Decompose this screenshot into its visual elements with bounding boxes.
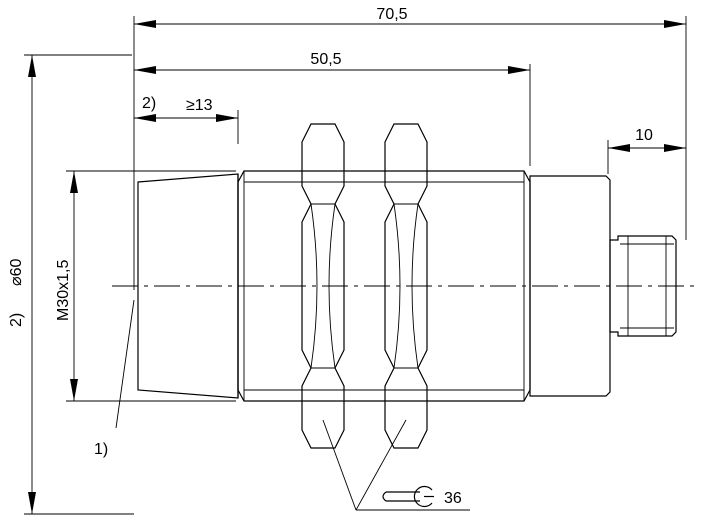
note-1-label: 1) xyxy=(94,441,108,458)
diameter-prefix: 2) xyxy=(8,313,25,327)
dim-overall-length: 70,5 xyxy=(134,6,686,28)
connector-plug xyxy=(609,235,677,337)
rear-housing xyxy=(529,175,611,397)
dim-diameter: 2) ⌀60 xyxy=(8,55,36,514)
overall-length-label: 70,5 xyxy=(376,6,407,23)
wrench-icon xyxy=(382,485,434,508)
lock-nut-1 xyxy=(301,123,345,449)
thread-spec-label: M30x1,5 xyxy=(55,260,72,321)
min-length-prefix: 2) xyxy=(142,95,156,112)
dim-min-length: 2) ≥13 xyxy=(134,95,238,122)
min-length-label: ≥13 xyxy=(186,97,213,114)
connector-length-label: 10 xyxy=(635,127,653,144)
dim-thread-spec: M30x1,5 xyxy=(55,171,78,401)
lock-nut-2 xyxy=(384,123,428,449)
wrench-size-label: 36 xyxy=(444,490,462,507)
diameter-label: ⌀60 xyxy=(8,258,25,286)
dim-connector-length: 10 xyxy=(608,127,686,152)
callout-wrench-size: 36 xyxy=(322,419,470,511)
dim-thread-length: 50,5 xyxy=(134,51,530,74)
thread-length-label: 50,5 xyxy=(310,51,341,68)
callout-note-1: 1) xyxy=(94,299,135,458)
